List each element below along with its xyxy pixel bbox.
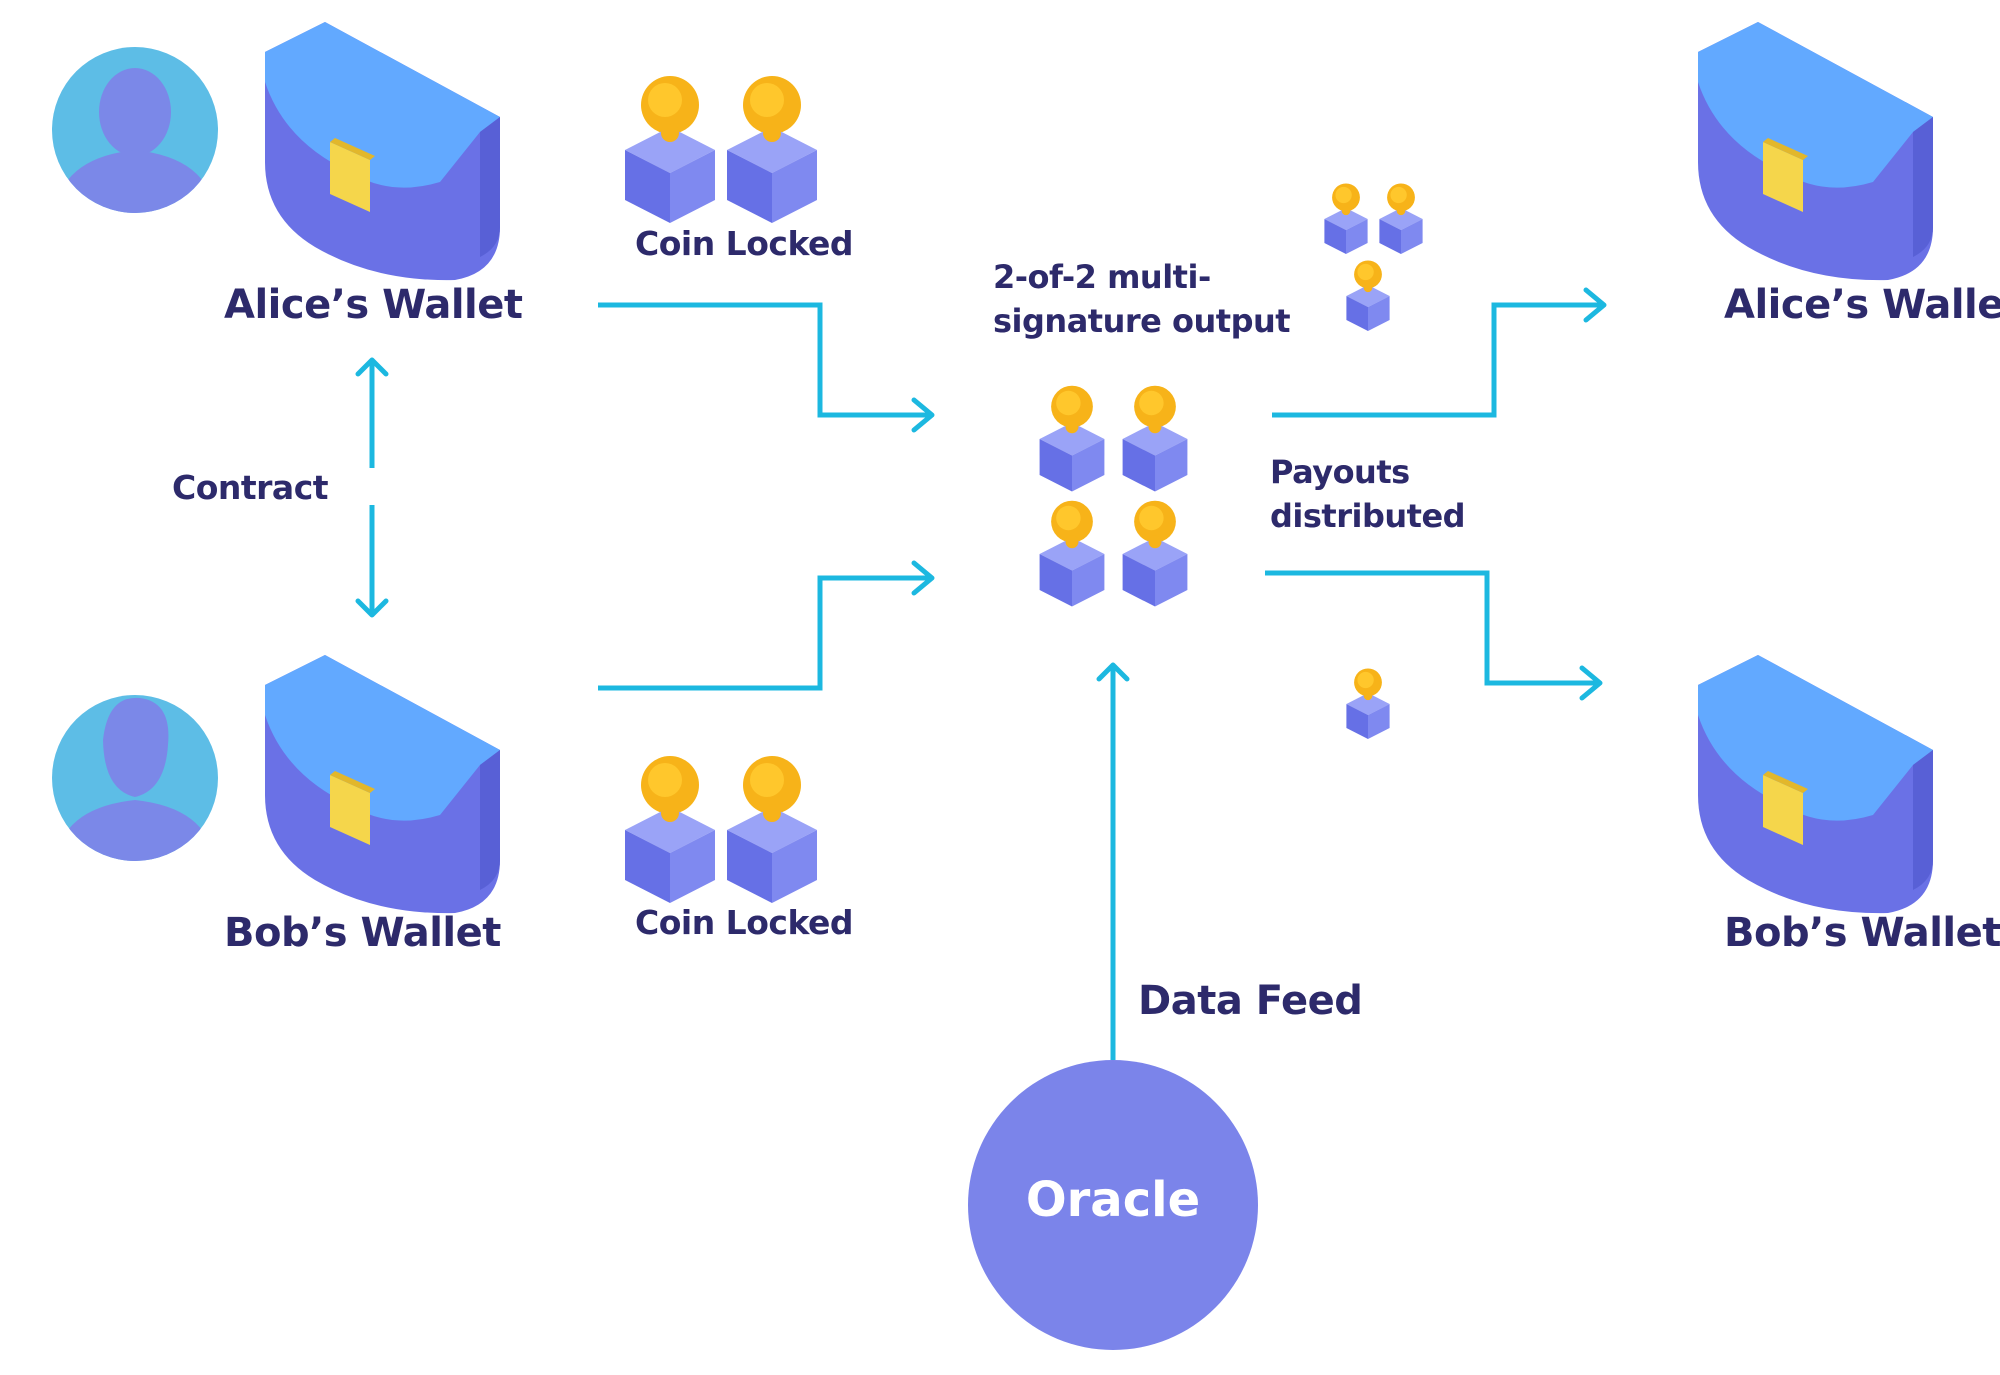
payout-coins-alice-icon <box>1324 183 1423 332</box>
payout-coin-bob-icon <box>1346 668 1390 740</box>
contract-label: Contract <box>172 468 329 507</box>
bob-wallet-right-label: Bob’s Wallet <box>1724 910 2000 956</box>
payouts-label-line1: Payouts <box>1270 453 1410 491</box>
alice-wallet-right-label: Alice’s Wallet <box>1724 282 2000 328</box>
arrow-bob-to-multisig <box>598 563 932 691</box>
bob-wallet-left-label: Bob’s Wallet <box>224 910 501 956</box>
alice-avatar-icon <box>52 47 218 213</box>
bob-wallet-right-icon <box>1698 655 1933 914</box>
coin-locked-bottom-label: Coin Locked <box>635 903 854 942</box>
alice-wallet-left-icon <box>265 22 500 281</box>
arrow-multisig-to-alice <box>1272 290 1604 418</box>
coin-locked-top-icon <box>625 76 817 223</box>
data-feed-label: Data Feed <box>1138 978 1363 1024</box>
alice-wallet-left-label: Alice’s Wallet <box>224 282 523 328</box>
arrow-oracle-to-multisig <box>1096 662 1130 1060</box>
multisig-pool-icon <box>1039 385 1188 607</box>
payouts-label-line2: distributed <box>1270 497 1466 535</box>
alice-wallet-right-icon <box>1698 22 1933 281</box>
arrow-multisig-to-bob <box>1265 570 1600 698</box>
arrow-contract-bidirectional <box>355 357 389 618</box>
oracle-node <box>968 1060 1258 1350</box>
bob-avatar-icon <box>52 695 218 861</box>
multisig-label-line1: 2-of-2 multi- <box>993 258 1211 296</box>
coin-locked-top-label: Coin Locked <box>635 224 854 263</box>
multisig-label-line2: signature output <box>993 302 1291 340</box>
arrow-alice-to-multisig <box>598 302 932 430</box>
multisig-label: 2-of-2 multi- signature output <box>993 255 1291 343</box>
coin-locked-bottom-icon <box>625 756 817 903</box>
payouts-label: Payouts distributed <box>1270 450 1466 538</box>
oracle-label: Oracle <box>1025 1172 1201 1228</box>
bob-wallet-left-icon <box>265 655 500 914</box>
